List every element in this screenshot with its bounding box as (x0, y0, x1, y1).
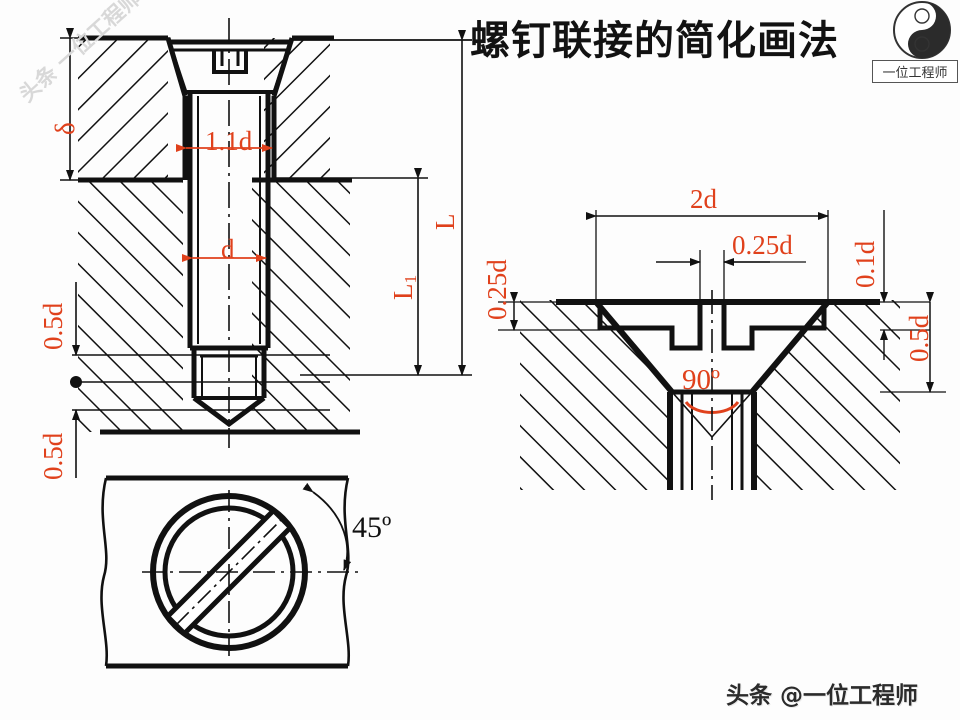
dimension-label-45: 45º (352, 511, 392, 544)
dimension-label-L1-subscript: 1 (400, 274, 420, 284)
dimension-label-L1-base: L (388, 283, 418, 301)
head-detail-hatch (520, 300, 900, 490)
dimension-label-half-d-right: 0.5d (904, 314, 934, 362)
angle-90-construction (671, 391, 753, 438)
dimension-label-delta: δ (50, 122, 80, 135)
dimension-label-L: L (430, 213, 460, 231)
page-title: 螺钉联接的简化画法 (470, 18, 839, 64)
drill-depth-reference-lines (72, 354, 330, 411)
dimension-label-90: 90º (682, 364, 720, 396)
dimension-label-1-1d: 1.1d (205, 126, 253, 156)
brand-logo-icon (893, 1, 951, 59)
dimension-label-L1: L1 (388, 274, 420, 301)
angle-45-arc (302, 482, 352, 571)
dimension-label-quarter-d-slot: 0.25d (732, 230, 793, 260)
reference-point-marker (70, 376, 82, 388)
break-line-left (100, 477, 108, 667)
screw-shank (187, 92, 271, 348)
logo-caption: 一位工程师 (872, 60, 958, 83)
head-detail-slot (697, 302, 727, 348)
head-detail-shank (667, 392, 757, 490)
section-view-group (60, 18, 472, 478)
screw-head (168, 39, 292, 94)
top-plate-hatch (78, 38, 330, 180)
countersink-walls (593, 300, 831, 394)
dimension-quarter-d-left (498, 292, 600, 331)
dimension-label-2d: 2d (690, 184, 717, 214)
dimension-2d (586, 210, 829, 304)
dimension-label-d: d (221, 234, 235, 264)
dimension-L1 (274, 168, 428, 376)
dimension-label-half-d-bottom: 0.5d (38, 432, 68, 480)
footer-credit: 头条 @一位工程师 (726, 683, 919, 709)
dimension-tenth-d (880, 210, 930, 360)
dimension-delta (60, 28, 176, 181)
head-detail-group (498, 210, 946, 500)
dimension-slot-width (656, 250, 806, 306)
dimension-label-half-d-top: 0.5d (38, 302, 68, 350)
dimension-label-quarter-d-left: 0.25d (482, 259, 512, 320)
dimension-half-d-right (880, 292, 946, 393)
dimension-label-tenth-d: 0.1d (850, 240, 880, 288)
bottom-view-group (100, 475, 360, 669)
bottom-plate-hatch (78, 180, 350, 432)
